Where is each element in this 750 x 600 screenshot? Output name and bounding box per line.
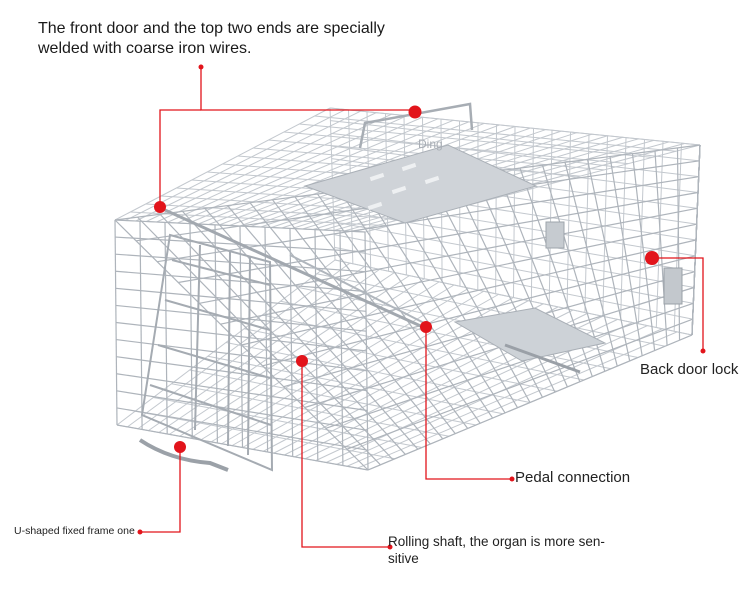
- wire-mesh-front-side: [346, 318, 693, 450]
- wire-mesh-top: [156, 113, 392, 223]
- wire-mesh-left-end: [116, 407, 368, 451]
- rolling-shaft-label-line2: sitive: [388, 551, 419, 566]
- callout-dot: [700, 348, 706, 354]
- wire-mesh-front-side: [199, 207, 698, 304]
- wire-mesh-left-end: [116, 338, 367, 372]
- callout-dot-large: [408, 105, 422, 119]
- callout-line-front-door: [200, 67, 415, 111]
- callout-dot-large: [154, 201, 166, 213]
- wire-mesh-right-end: [691, 144, 701, 336]
- callout-dots: [137, 64, 706, 550]
- callouts: [140, 67, 704, 548]
- brand-watermark: Ding: [418, 137, 443, 151]
- u-frame-label: U-shaped fixed frame one: [14, 525, 135, 537]
- rolling-shaft-rod: [164, 208, 426, 330]
- back-lock-plate: [663, 267, 683, 305]
- wire-mesh-back: [333, 208, 695, 273]
- wire-mesh-left-end: [115, 287, 367, 312]
- wire-mesh-back: [330, 120, 700, 162]
- top-door-plate: [303, 144, 538, 224]
- front-door-annotation-line2: welded with coarse iron wires.: [38, 40, 252, 57]
- wire-mesh-top: [177, 116, 423, 224]
- wire-mesh-back: [334, 234, 694, 304]
- wire-mesh-bottom: [116, 259, 336, 426]
- wire-mesh-top: [135, 110, 362, 222]
- callout-dot: [387, 544, 393, 550]
- callout-dot-large: [645, 251, 659, 265]
- wire-mesh-left-end: [116, 424, 369, 471]
- wire-mesh-front-side: [367, 334, 693, 471]
- rolling-shaft-label: Rolling shaft, the organ is more sen- si…: [388, 533, 605, 567]
- front-door: [140, 233, 274, 472]
- wire-mesh-front-side: [241, 239, 697, 346]
- wire-mesh-bottom: [231, 293, 499, 447]
- wire-mesh-left-end: [115, 253, 366, 273]
- callout-line-front-door-left: [159, 109, 201, 207]
- front-door-annotation: The front door and the top two ends are …: [38, 19, 385, 59]
- wire-mesh-front-side: [325, 302, 694, 429]
- wire-mesh-front-side: [220, 223, 697, 325]
- wire-mesh-left-end: [115, 321, 367, 352]
- wire-mesh-left-end: [115, 270, 366, 293]
- callout-line-pedal: [425, 327, 512, 480]
- callout-dot: [198, 64, 204, 70]
- side-latch: [545, 221, 565, 249]
- callout-dot: [137, 529, 143, 535]
- wire-mesh-bottom: [210, 287, 470, 443]
- cage-illustration: [114, 102, 701, 472]
- u-shaped-frame: [138, 438, 229, 472]
- callout-line-u-frame: [140, 447, 181, 533]
- wire-mesh-bottom: [357, 331, 678, 469]
- callout-line-back-lock: [652, 257, 704, 350]
- wire-mesh-bottom: [148, 268, 380, 432]
- callout-line-shaft: [301, 362, 390, 548]
- wire-mesh-left-end: [116, 373, 368, 412]
- front-door-annotation-line1: The front door and the top two ends are …: [38, 20, 385, 37]
- callout-dot: [509, 476, 515, 482]
- wire-mesh-top: [114, 107, 331, 221]
- wire-mesh-back: [333, 221, 695, 288]
- wire-mesh-bottom: [127, 262, 351, 428]
- wire-mesh-left-end: [116, 356, 368, 392]
- back-door-lock-label: Back door lock: [640, 361, 739, 378]
- wire-mesh-bottom: [346, 328, 663, 467]
- callout-dot-large: [174, 441, 186, 453]
- callout-dot-large: [296, 355, 308, 367]
- wire-mesh-top: [146, 112, 377, 222]
- pedal-connection-label: Pedal connection: [515, 469, 631, 486]
- wire-mesh-left-end: [116, 390, 368, 431]
- wire-mesh-left-end: [114, 219, 366, 233]
- wire-mesh-top: [166, 115, 408, 223]
- wire-mesh-bottom: [158, 272, 395, 433]
- wire-mesh-back: [334, 246, 693, 320]
- wire-mesh-bottom: [137, 265, 366, 430]
- pedal-plate: [453, 307, 607, 362]
- rolling-shaft-label-line1: Rolling shaft, the organ is more sen-: [388, 534, 605, 549]
- connecting-rod: [289, 254, 431, 327]
- wire-mesh-top: [208, 121, 469, 225]
- wire-mesh-bottom: [200, 284, 455, 441]
- wire-mesh-top: [198, 119, 454, 225]
- callout-dot-large: [420, 321, 432, 333]
- wire-mesh-top: [187, 118, 439, 224]
